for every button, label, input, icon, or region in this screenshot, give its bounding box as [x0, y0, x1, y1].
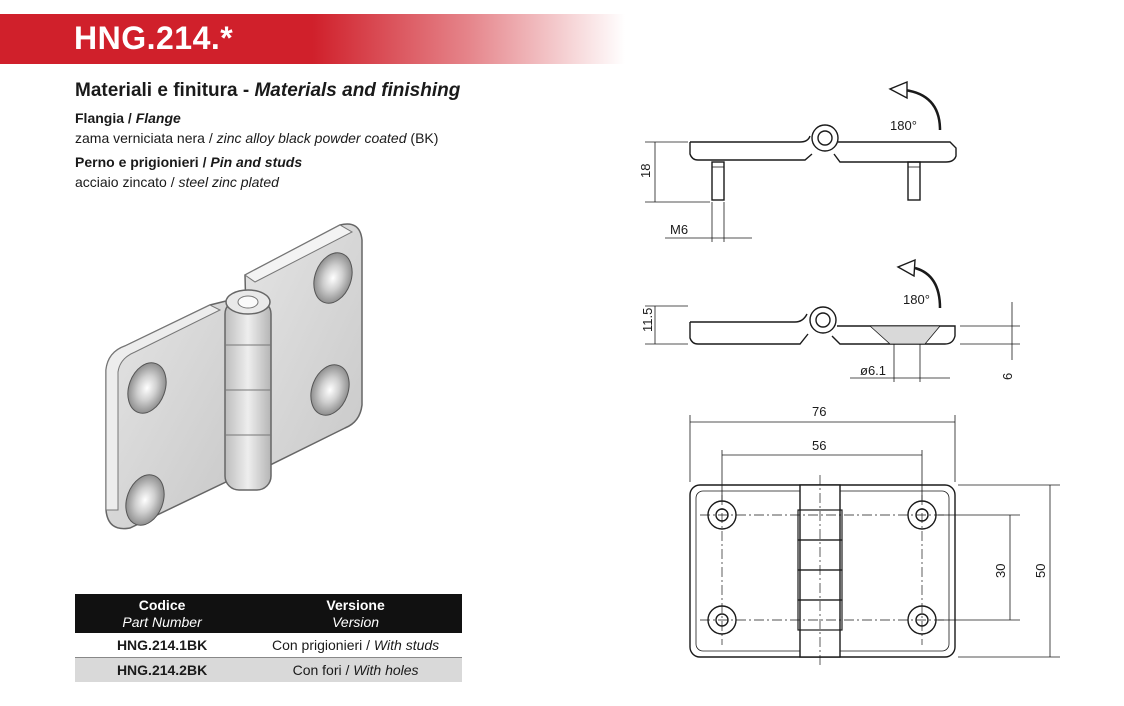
pin-desc-en: steel zinc plated	[178, 174, 279, 190]
col-header-version-en: Version	[332, 614, 380, 630]
flange-desc: zama verniciata nera / zinc alloy black …	[75, 130, 438, 146]
pin-desc: acciaio zincato / steel zinc plated	[75, 174, 279, 190]
dim-56: 56	[812, 438, 826, 453]
col-header-code-it: Codice	[138, 597, 186, 613]
row-code: HNG.214.2BK	[75, 657, 250, 682]
table-row: HNG.214.2BK Con fori / With holes	[75, 657, 462, 682]
product-code-title: HNG.214.*	[74, 20, 234, 56]
row-version: Con prigionieri / With studs	[249, 633, 462, 658]
row-version-it: Con fori /	[292, 662, 354, 678]
dim-m6: M6	[670, 222, 688, 237]
hinge-product-image	[105, 223, 363, 530]
col-header-version: Versione Version	[249, 594, 462, 633]
row-version-en: With holes	[353, 662, 419, 678]
flange-desc-en: zinc alloy black powder coated	[216, 130, 407, 146]
flange-label: Flangia / Flange	[75, 110, 181, 126]
table-row: HNG.214.1BK Con prigionieri / With studs	[75, 633, 462, 658]
flange-desc-it: zama verniciata nera /	[75, 130, 217, 146]
materials-heading-it: Materiali e finitura -	[75, 80, 255, 101]
row-version-en: With studs	[373, 637, 440, 653]
materials-heading-en: Materials and finishing	[254, 80, 461, 101]
rotation-label-2: 180°	[903, 292, 930, 307]
header-banner: HNG.214.*	[0, 14, 625, 64]
dim-76: 76	[812, 404, 826, 419]
col-header-version-it: Versione	[326, 597, 385, 613]
pin-label-en: Pin and studs	[210, 154, 303, 170]
pin-label-it: Perno e prigionieri /	[75, 154, 211, 170]
dim-11-5: 11.5	[640, 308, 655, 332]
pin-label: Perno e prigionieri / Pin and studs	[75, 154, 302, 170]
dim-hole-diameter: ø6.1	[860, 363, 886, 378]
flange-label-it: Flangia /	[75, 110, 136, 126]
flange-label-en: Flange	[135, 110, 181, 126]
front-view	[689, 415, 1060, 665]
dim-18: 18	[638, 164, 653, 178]
pin-desc-it: acciaio zincato /	[75, 174, 179, 190]
dim-6: 6	[1000, 373, 1015, 380]
materials-heading: Materiali e finitura - Materials and fin…	[75, 80, 460, 102]
row-code: HNG.214.1BK	[75, 633, 250, 658]
dim-50: 50	[1033, 564, 1048, 578]
col-header-code-en: Part Number	[122, 614, 202, 630]
flange-desc-code: (BK)	[406, 130, 439, 146]
table-header-row: Codice Part Number Versione Version	[75, 594, 462, 633]
technical-drawing: 18 M6 180° 11.5	[638, 80, 1060, 665]
row-version-it: Con prigionieri /	[271, 637, 374, 653]
rotation-label-1: 180°	[890, 118, 917, 133]
col-header-code: Codice Part Number	[75, 594, 250, 633]
dim-30: 30	[993, 564, 1008, 578]
side-view-studs	[645, 124, 957, 242]
part-number-table: Codice Part Number Versione Version HNG.…	[75, 594, 462, 682]
side-view-holes	[645, 302, 1020, 382]
row-version: Con fori / With holes	[249, 657, 462, 682]
